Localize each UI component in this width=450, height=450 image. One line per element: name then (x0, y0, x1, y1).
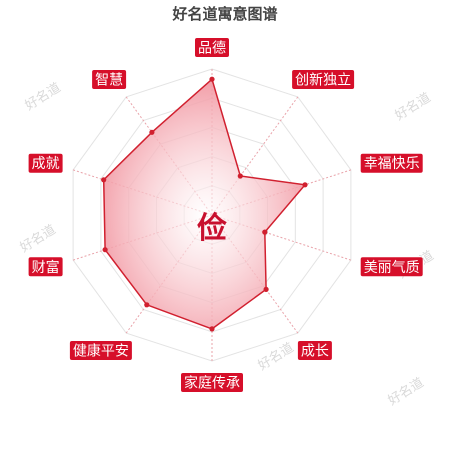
radar-series (101, 76, 308, 332)
category-label-7: 财富 (28, 257, 63, 277)
category-label-bg (181, 373, 243, 392)
category-label-6: 健康平安 (69, 341, 132, 360)
data-point-0 (209, 76, 215, 82)
watermark-1: 好名道 (392, 89, 434, 123)
category-label-bg (28, 257, 63, 277)
watermark-2: 好名道 (17, 221, 59, 255)
data-point-5 (209, 326, 215, 332)
data-point-8 (101, 177, 107, 183)
category-label-bg (69, 341, 132, 360)
category-label-text: 智慧 (95, 73, 123, 89)
category-label-1: 创新独立 (292, 70, 355, 89)
category-label-3: 美丽气质 (360, 257, 423, 277)
category-label-text: 家庭传承 (184, 375, 240, 392)
category-label-text: 财富 (32, 259, 60, 276)
category-label-bg (28, 153, 63, 173)
category-label-0: 品德 (195, 38, 229, 57)
category-label-text: 成就 (32, 156, 60, 172)
category-label-5: 家庭传承 (181, 373, 243, 392)
category-label-4: 成长 (297, 341, 332, 360)
data-point-7 (102, 247, 108, 253)
category-label-text: 健康平安 (73, 343, 129, 360)
data-point-4 (263, 286, 269, 292)
category-label-9: 智慧 (92, 70, 127, 89)
category-label-bg (292, 70, 355, 89)
chart-title: 好名道寓意图谱 (172, 5, 278, 23)
watermark-0: 好名道 (22, 79, 64, 113)
series-area (102, 77, 307, 330)
data-point-1 (237, 173, 243, 179)
category-label-bg (92, 70, 127, 89)
data-point-6 (144, 302, 150, 308)
data-point-2 (302, 182, 308, 188)
category-label-bg (195, 38, 229, 57)
center-character: 俭 (197, 211, 227, 246)
category-label-bg (360, 153, 423, 173)
category-label-text: 成长 (301, 344, 329, 360)
watermark-5: 好名道 (385, 374, 427, 408)
category-label-text: 幸福快乐 (364, 156, 420, 172)
data-point-3 (262, 229, 268, 235)
category-label-text: 美丽气质 (364, 260, 420, 276)
category-label-8: 成就 (28, 153, 63, 173)
category-label-bg (297, 341, 332, 360)
category-label-bg (360, 257, 423, 277)
category-label-text: 创新独立 (295, 73, 351, 89)
data-point-9 (149, 129, 155, 135)
category-label-text: 品德 (198, 41, 226, 57)
category-label-2: 幸福快乐 (360, 153, 423, 173)
